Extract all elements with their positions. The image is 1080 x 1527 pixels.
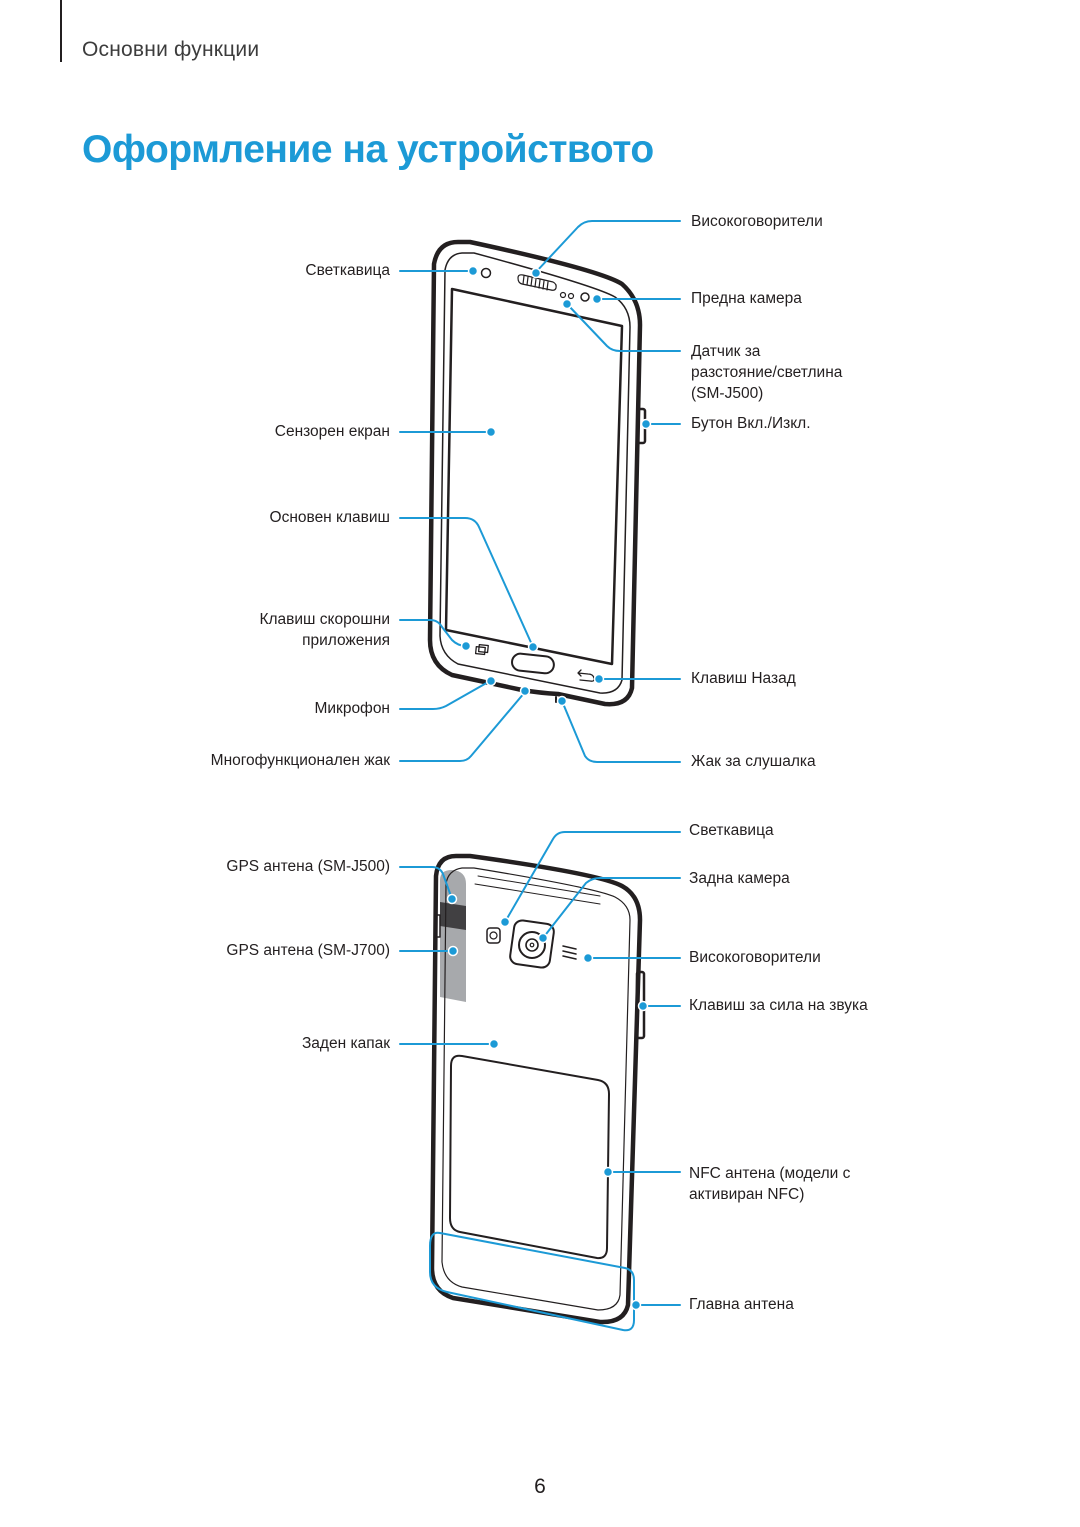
rear-top-edge: [474, 883, 601, 905]
dot-jack: [519, 685, 531, 697]
sensor-icon: [567, 292, 575, 300]
front-phone: [427, 239, 647, 707]
label-microphone: Микрофон: [314, 700, 390, 717]
rear-phone-inner: [441, 867, 631, 1311]
dot-headset: [556, 695, 568, 707]
dot-sensor: [561, 298, 573, 310]
label-back-key: Клавиш Назад: [691, 670, 796, 687]
label-recent-apps-line2: приложения: [302, 632, 390, 649]
rear-phone-outer: [429, 853, 643, 1325]
rear-camera-lens-inner: [525, 938, 539, 952]
rear-camera-housing: [509, 919, 555, 969]
dot-front-camera: [591, 293, 603, 305]
gps-antenna-j700: [440, 920, 466, 1002]
dot-nfc: [602, 1166, 614, 1178]
rear-camera-lens-center: [529, 942, 535, 948]
dot-rear-speaker: [582, 952, 594, 964]
front-camera-icon: [580, 292, 590, 302]
label-sensor-line1: Датчик за: [691, 343, 761, 360]
callout-lines: [399, 220, 681, 1332]
main-antenna-outline: [429, 1231, 635, 1332]
touch-screen: [444, 287, 624, 666]
sensor-icon: [559, 291, 567, 299]
section-title: Основни функции: [82, 38, 260, 61]
callout-headset: [561, 700, 681, 763]
dot-touchscreen: [485, 426, 497, 438]
speaker-grille-icon: [517, 274, 557, 291]
dot-gps-j500: [446, 893, 458, 905]
label-nfc-line2: активиран NFC): [689, 1186, 805, 1203]
label-volume-key: Клавиш за сила на звука: [689, 997, 868, 1014]
dot-main-antenna: [630, 1299, 642, 1311]
callout-rear-camera: [542, 877, 681, 939]
callout-sensor: [566, 303, 681, 352]
dot-recent: [460, 640, 472, 652]
callout-rear-flash: [504, 831, 681, 923]
front-phone-inner-rim: [439, 252, 631, 694]
rear-camera-lens: [518, 931, 546, 959]
label-proximity-sensor: Датчик за разстояние/светлина (SM-J500): [691, 341, 842, 404]
callout-dots: [446, 265, 652, 1311]
dot-gps-j700: [447, 945, 459, 957]
label-touchscreen: Сензорен екран: [274, 423, 390, 440]
dot-rear-flash: [499, 916, 511, 928]
dot-rear-camera: [537, 932, 549, 944]
dot-power: [640, 418, 652, 430]
gps-antenna-j500-dark: [440, 902, 466, 930]
dot-volume: [637, 1000, 649, 1012]
label-multipurpose-jack: Многофункционален жак: [210, 752, 390, 769]
rear-speaker-icon: [562, 945, 577, 960]
dot-home: [527, 641, 539, 653]
dot-back: [593, 673, 605, 685]
callout-jack: [399, 691, 526, 762]
label-back-cover: Заден капак: [301, 1035, 390, 1052]
label-rear-flash: Светкавица: [689, 822, 774, 839]
callout-home: [399, 517, 534, 648]
label-recent-apps: Клавиш скорошни приложения: [259, 609, 390, 651]
nfc-area: [449, 1054, 610, 1260]
label-sensor-line2: разстояние/светлина: [691, 364, 843, 381]
rear-flash-icon: [486, 927, 501, 944]
page-number: 6: [534, 1475, 546, 1498]
dot-cover: [488, 1038, 500, 1050]
label-rear-camera: Задна камера: [689, 870, 790, 887]
label-rear-speaker: Високоговорители: [689, 949, 821, 966]
label-nfc-antenna: NFC антена (модели с активиран NFC): [689, 1163, 850, 1205]
label-nfc-line1: NFC антена (модели с: [689, 1165, 851, 1182]
callout-gps-j500: [399, 866, 453, 900]
header-rule: [60, 0, 62, 62]
label-home-key: Основен клавиш: [269, 509, 390, 526]
rear-flash-icon: [489, 931, 498, 940]
callout-mic: [399, 680, 491, 710]
label-speakers: Високоговорители: [691, 213, 823, 230]
label-sensor-line3: (SM-J500): [691, 385, 764, 402]
home-button: [511, 652, 555, 675]
label-power-button: Бутон Вкл./Изкл.: [691, 415, 811, 432]
label-gps-antenna-j500: GPS антена (SM-J500): [226, 858, 390, 875]
label-recent-apps-line1: Клавиш скорошни: [259, 611, 390, 628]
callout-speakers: [535, 220, 681, 273]
dot-front-flash: [467, 265, 479, 277]
label-front-camera: Предна камера: [691, 290, 802, 307]
label-gps-antenna-j700: GPS антена (SM-J700): [226, 942, 390, 959]
label-headset-jack: Жак за слушалка: [691, 753, 816, 770]
label-front-flash: Светкавица: [305, 262, 390, 279]
label-main-antenna: Главна антена: [689, 1296, 794, 1313]
dot-mic: [485, 675, 497, 687]
page-title: Оформление на устройството: [82, 128, 654, 171]
front-phone-outer: [427, 239, 643, 707]
back-icon: [577, 669, 595, 682]
recent-apps-icon: [474, 643, 489, 656]
side-notch: [435, 914, 441, 938]
front-flash-icon: [480, 267, 492, 279]
dot-speakers: [530, 267, 542, 279]
